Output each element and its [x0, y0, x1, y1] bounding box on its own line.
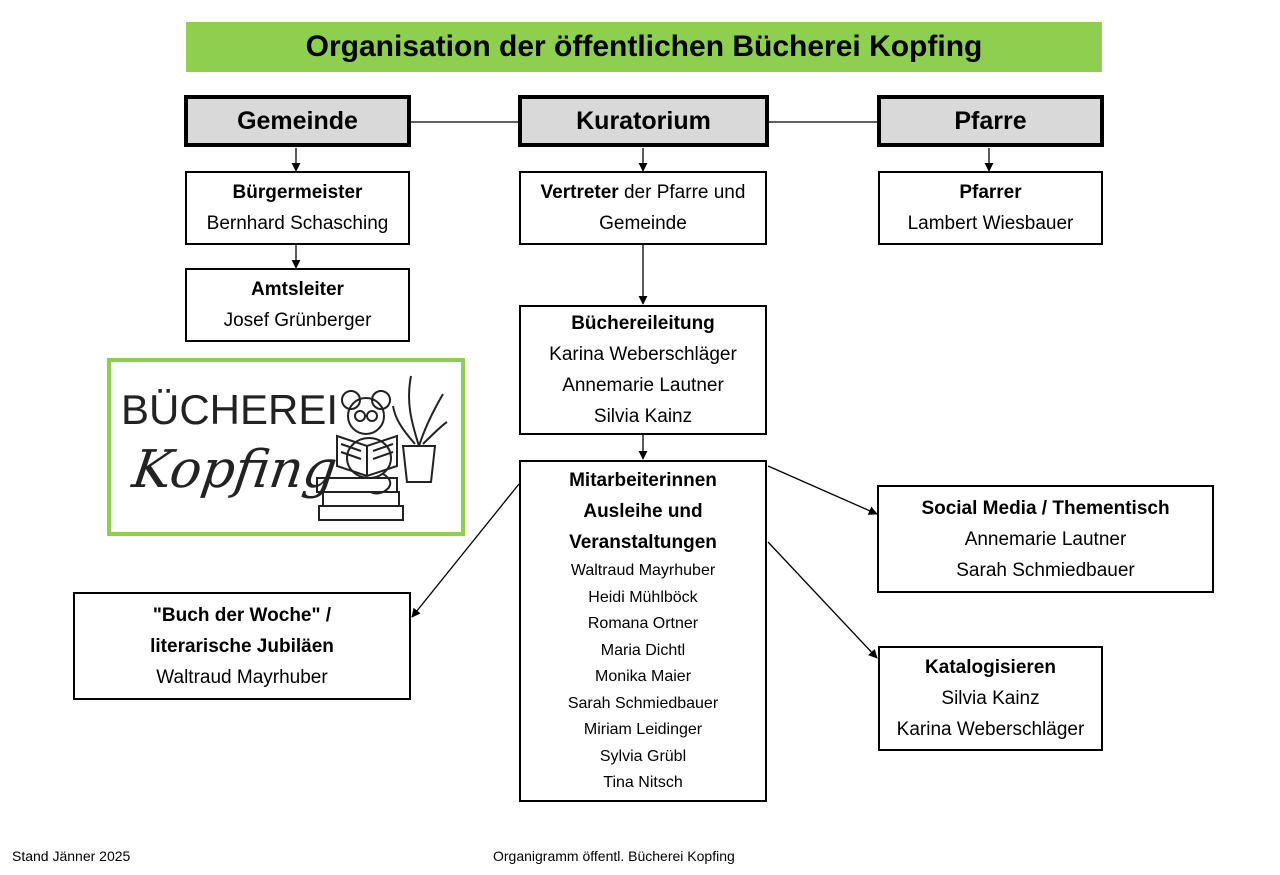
arrow-to-katalogisieren	[767, 541, 878, 659]
person-name: Sylvia Grübl	[599, 747, 687, 765]
person-name: Sarah Schmiedbauer	[956, 559, 1135, 581]
person-name: Waltraud Mayrhuber	[570, 562, 716, 580]
person-name: Bernhard Schasching	[206, 213, 389, 234]
buecherei-logo: BÜCHEREI Kopfing	[107, 358, 465, 536]
person-name: Monika Maier	[594, 668, 692, 686]
footer-date: Stand Jänner 2025	[12, 848, 131, 864]
role-label: "Buch der Woche" /	[152, 604, 332, 626]
role-label: literarische Jubiläen	[150, 635, 334, 657]
role-label: Büchereileitung	[571, 313, 715, 334]
person-name: Silvia Kainz	[593, 406, 693, 427]
box-amtsleiter: Amtsleiter Josef Grünberger	[185, 268, 410, 342]
person-name: Maria Dichtl	[600, 641, 686, 659]
box-katalogisieren: Katalogisieren Silvia Kainz Karina Weber…	[878, 646, 1103, 751]
page-title: Organisation der öffentlichen Bücherei K…	[186, 22, 1102, 72]
box-pfarrer: Pfarrer Lambert Wiesbauer	[878, 171, 1103, 245]
box-buch-der-woche: "Buch der Woche" / literarische Jubiläen…	[73, 592, 411, 700]
box-mitarbeiterinnen: Mitarbeiterinnen Ausleihe und Veranstalt…	[519, 460, 767, 802]
person-name: Silvia Kainz	[941, 688, 1040, 709]
logo-script: Kopfing	[128, 440, 341, 500]
person-name: Sarah Schmiedbauer	[567, 694, 719, 712]
person-name: Miriam Leidinger	[583, 721, 703, 739]
person-name: Tina Nitsch	[603, 774, 683, 792]
arrow-to-buch-der-woche	[411, 483, 520, 618]
person-name: Lambert Wiesbauer	[907, 213, 1074, 234]
person-name: Karina Weberschläger	[549, 344, 737, 365]
vertreter-line-2: Gemeinde	[599, 213, 687, 234]
person-name: Karina Weberschläger	[896, 719, 1085, 740]
box-social-media: Social Media / Thementisch Annemarie Lau…	[877, 485, 1214, 593]
role-label: Veranstaltungen	[569, 532, 717, 554]
person-name: Annemarie Lautner	[562, 375, 724, 396]
box-buergermeister: Bürgermeister Bernhard Schasching	[185, 171, 410, 245]
person-name: Josef Grünberger	[223, 310, 372, 331]
role-label-rest: der Pfarre und	[618, 182, 746, 203]
vertreter-line-1: Vertreter der Pfarre und	[541, 177, 746, 208]
person-name: Waltraud Mayrhuber	[156, 666, 328, 688]
role-label: Amtsleiter	[251, 279, 344, 300]
person-name: Romana Ortner	[587, 615, 699, 633]
role-label: Katalogisieren	[925, 657, 1056, 678]
arrow-to-social-media	[767, 465, 878, 515]
head-gemeinde: Gemeinde	[184, 95, 411, 147]
role-label: Social Media / Thementisch	[921, 497, 1170, 519]
footer-caption: Organigramm öffentl. Bücherei Kopfing	[493, 848, 735, 864]
role-label: Ausleihe und	[583, 501, 703, 523]
head-pfarre: Pfarre	[877, 95, 1104, 147]
person-name: Annemarie Lautner	[964, 528, 1127, 550]
box-buechereileitung: Büchereileitung Karina Weberschläger Ann…	[519, 305, 767, 435]
logo-wordmark: BÜCHEREI	[121, 386, 339, 433]
role-label: Pfarrer	[959, 182, 1022, 203]
box-vertreter: Vertreter der Pfarre und Gemeinde	[519, 171, 767, 245]
head-kuratorium: Kuratorium	[518, 95, 769, 147]
role-label: Vertreter	[540, 182, 619, 203]
reading-mouse-icon	[316, 375, 448, 521]
person-name: Heidi Mühlböck	[588, 588, 698, 606]
role-label: Bürgermeister	[232, 182, 363, 203]
role-label: Mitarbeiterinnen	[569, 470, 717, 492]
